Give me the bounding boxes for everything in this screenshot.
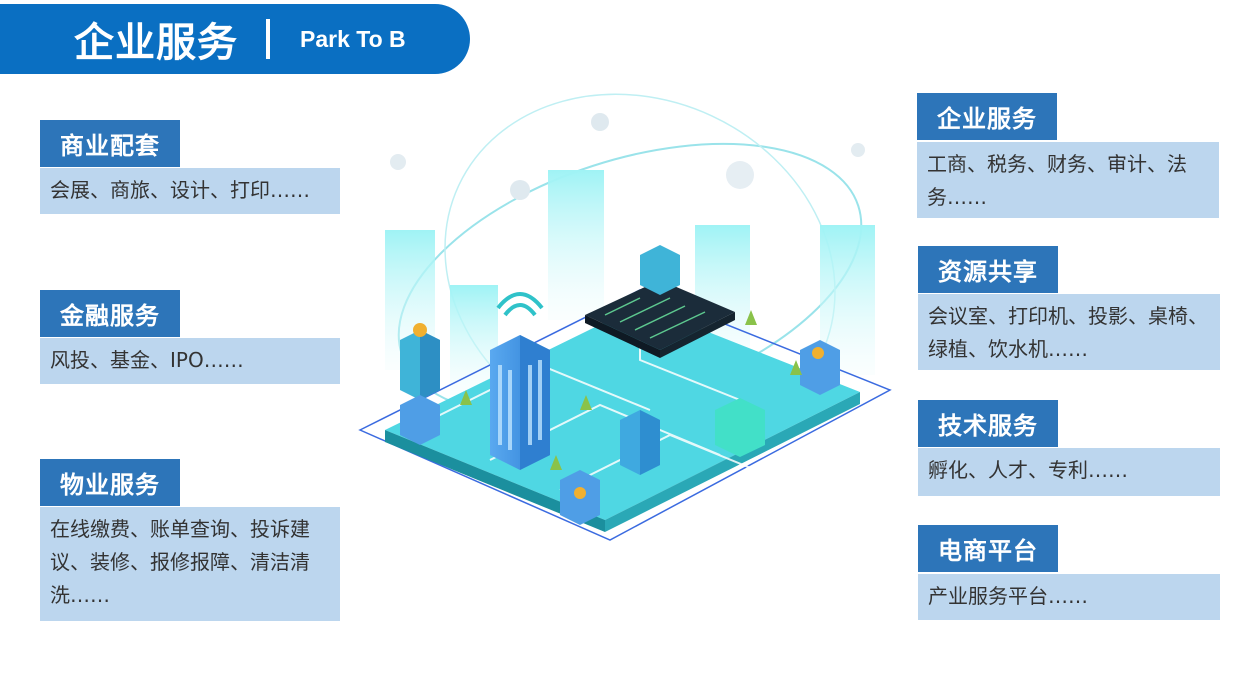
service-card-label: 商业配套	[40, 120, 180, 167]
service-card-label: 技术服务	[918, 400, 1058, 447]
service-card-label: 物业服务	[40, 459, 180, 506]
service-card-desc: 风投、基金、IPO……	[40, 338, 340, 384]
page-title: 企业服务	[74, 20, 238, 66]
service-card-desc: 孵化、人才、专利……	[918, 448, 1220, 496]
service-card-label: 企业服务	[917, 93, 1057, 140]
isometric-smart-park-icon	[358, 93, 892, 541]
page-subtitle: Park To B	[300, 25, 406, 52]
service-card-desc: 工商、税务、财务、审计、法务……	[917, 142, 1219, 218]
service-card-desc: 产业服务平台……	[918, 574, 1220, 620]
service-card-label: 资源共享	[918, 246, 1058, 293]
service-card-desc: 会展、商旅、设计、打印……	[40, 168, 340, 214]
service-card-label: 电商平台	[918, 525, 1058, 572]
page-header: 企业服务 Park To B	[0, 4, 470, 74]
title-divider	[266, 19, 270, 59]
service-card-desc: 在线缴费、账单查询、投诉建议、装修、报修报障、清洁清洗……	[40, 507, 340, 621]
service-card-desc: 会议室、打印机、投影、桌椅、绿植、饮水机……	[918, 294, 1220, 370]
service-card-label: 金融服务	[40, 290, 180, 337]
